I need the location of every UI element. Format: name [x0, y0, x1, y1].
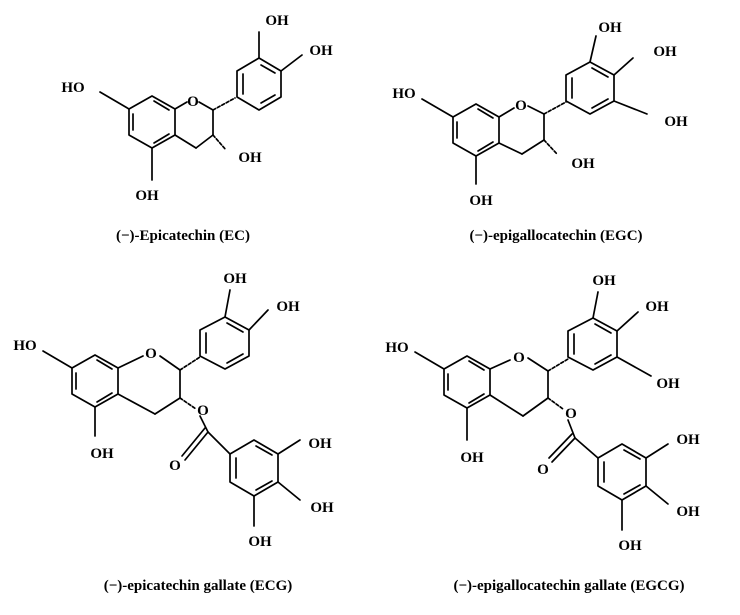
hydroxyl-label: OH — [460, 450, 484, 466]
hydroxyl-label: OH — [645, 299, 669, 315]
hydroxyl-label: HO — [13, 338, 36, 354]
hydroxyl-label: OH — [618, 538, 642, 554]
ring-a — [443, 355, 491, 409]
hydroxyl-label: OH — [653, 44, 677, 60]
galloyl-group — [181, 415, 301, 527]
hydroxyl-label: OH — [656, 376, 680, 392]
carbonyl-oxygen-label: O — [169, 458, 181, 474]
ring-oxygen-label: O — [515, 98, 527, 114]
hydroxyl-label: OH — [592, 273, 616, 289]
structure-epicatechin-gallate: O O O HO OH OH OH OH OH OH (−)-epicatech… — [13, 271, 334, 594]
hydroxyl-label: OH — [248, 534, 272, 550]
ring-c — [117, 355, 181, 415]
structure-caption: (−)-epigallocatechin gallate (EGCG) — [453, 578, 684, 594]
ring-c — [489, 357, 549, 417]
ring-oxygen-label: O — [513, 350, 525, 366]
structure-epigallocatechin-gallate: O O O HO OH OH OH OH OH OH OH (−)-epigal… — [385, 273, 700, 594]
structure-caption: (−)-epicatechin gallate (ECG) — [104, 578, 293, 594]
ring-c — [498, 105, 545, 155]
galloyl-group — [548, 419, 669, 531]
ring-a — [128, 95, 176, 149]
hydroxyl-label: OH — [676, 432, 700, 448]
hydroxyl-label: OH — [676, 504, 700, 520]
hydroxyl-label: OH — [238, 150, 262, 166]
ring-a — [452, 103, 500, 157]
hydroxyl-label: OH — [664, 114, 688, 130]
hydroxyl-label: OH — [571, 156, 595, 172]
ring-b — [179, 316, 250, 371]
hydroxyl-label: OH — [469, 193, 493, 209]
hydroxyl-label: HO — [392, 86, 415, 102]
ring-oxygen-label: O — [145, 346, 157, 362]
hydroxyl-label: OH — [135, 188, 159, 204]
ring-b — [547, 317, 618, 372]
hydroxyl-label: OH — [308, 436, 332, 452]
ring-b — [212, 57, 282, 111]
hydroxyl-label: HO — [61, 80, 84, 96]
hydroxyl-label: OH — [310, 500, 334, 516]
hydroxyl-label: OH — [309, 43, 333, 59]
hydroxyl-label: OH — [90, 446, 114, 462]
ester-oxygen-label: O — [565, 406, 577, 422]
ring-a — [71, 354, 119, 408]
structure-caption: (−)-Epicatechin (EC) — [116, 228, 250, 244]
ring-oxygen-label: O — [187, 94, 199, 110]
ring-b — [543, 61, 615, 115]
hydroxyl-label: HO — [385, 340, 408, 356]
hydroxyl-label: OH — [276, 299, 300, 315]
structure-caption: (−)-epigallocatechin (EGC) — [469, 228, 642, 244]
structure-epicatechin: O HO OH OH OH OH (−)-Epicatechin (EC) — [61, 13, 333, 244]
carbonyl-oxygen-label: O — [537, 462, 549, 478]
structure-epigallocatechin: O HO OH OH OH OH OH (−)-epigallocatechin… — [392, 20, 688, 244]
ester-oxygen-label: O — [197, 403, 209, 419]
hydroxyl-label: OH — [223, 271, 247, 287]
hydroxyl-label: OH — [598, 20, 622, 36]
ring-c — [174, 101, 214, 149]
hydroxyl-label: OH — [265, 13, 289, 29]
